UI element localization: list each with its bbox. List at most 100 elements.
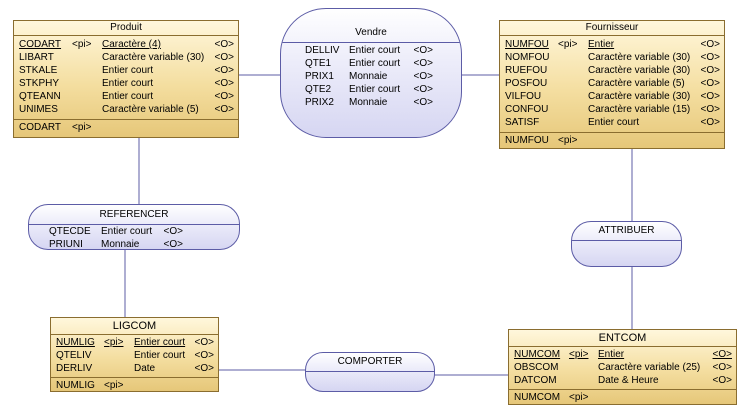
identifier-row: NUMCOM <pi>: [514, 391, 732, 404]
attribute-name: POSFOU: [505, 78, 548, 89]
attribute-type: Entier court: [102, 65, 154, 76]
mandatory-flag: <O>: [700, 39, 720, 50]
attribute-row: NOMFOU Caractère variable (30) <O>: [505, 51, 720, 64]
attribute-row: CODART <pi> Caractère (4) <O>: [19, 38, 234, 51]
association-comporter[interactable]: COMPORTER: [305, 352, 435, 392]
identifier-tag: <pi>: [558, 135, 578, 146]
attribute-name: NUMFOU: [505, 39, 549, 50]
attribute-row: QTECDE Entier court <O>: [49, 225, 183, 238]
attribute-name: UNIMES: [19, 104, 58, 115]
mandatory-flag: <O>: [214, 78, 234, 89]
attribute-name: NOMFOU: [505, 52, 550, 63]
attribute-row: UNIMES Caractère variable (5) <O>: [19, 103, 234, 116]
entity-fournisseur[interactable]: Fournisseur NUMFOU <pi> Entier <O> NOMFO…: [499, 20, 725, 149]
attribute-list: DELLIV Entier court <O> QTE1 Entier cour…: [305, 44, 433, 109]
attribute-row: PRIX1 Monnaie <O>: [305, 70, 433, 83]
attribute-name: QTEANN: [19, 91, 61, 102]
attribute-name: VILFOU: [505, 91, 542, 102]
attribute-type: Caractère (4): [102, 39, 161, 50]
identifier-tag: <pi>: [104, 337, 124, 348]
attribute-row: PRIX2 Monnaie <O>: [305, 96, 433, 109]
attribute-name: LIBART: [19, 52, 54, 63]
attribute-name: QTECDE: [49, 226, 91, 237]
mandatory-flag: <O>: [194, 350, 214, 361]
association-title: ATTRIBUER: [598, 225, 655, 236]
attribute-type: Monnaie: [101, 239, 140, 250]
attribute-type: Caractère variable (30): [588, 91, 691, 102]
attribute-row: VILFOU Caractère variable (30) <O>: [505, 90, 720, 103]
entity-ligcom[interactable]: LIGCOM NUMLIG <pi> Entier court <O> QTEL…: [50, 317, 219, 392]
attribute-type: Entier court: [102, 78, 154, 89]
attribute-type: Entier court: [134, 337, 186, 348]
association-title: Vendre: [355, 27, 387, 38]
attribute-type: Entier court: [349, 45, 401, 56]
identifier-section: CODART <pi>: [14, 119, 238, 136]
identifier-name: NUMCOM: [514, 392, 561, 403]
attribute-list: CODART <pi> Caractère (4) <O> LIBART Car…: [14, 36, 238, 119]
mandatory-flag: <O>: [413, 71, 433, 82]
attribute-name: CONFOU: [505, 104, 549, 115]
attribute-row: DATCOM Date & Heure <O>: [514, 374, 732, 387]
entity-title: Produit: [14, 21, 238, 36]
mandatory-flag: <O>: [163, 239, 183, 250]
association-divider: [29, 224, 239, 225]
association-divider: [306, 371, 434, 372]
attribute-name: PRIUNI: [49, 239, 83, 250]
mandatory-flag: <O>: [712, 362, 732, 373]
attribute-row: DERLIV Date <O>: [56, 362, 214, 375]
entity-produit[interactable]: Produit CODART <pi> Caractère (4) <O> LI…: [13, 20, 239, 138]
mandatory-flag: <O>: [163, 226, 183, 237]
attribute-type: Monnaie: [349, 71, 388, 82]
association-vendre[interactable]: Vendre DELLIV Entier court <O> QTE1 Enti…: [280, 8, 462, 138]
attribute-name: PRIX2: [305, 97, 334, 108]
attribute-row: QTE1 Entier court <O>: [305, 57, 433, 70]
attribute-type: Caractère variable (5): [102, 104, 199, 115]
attribute-name: OBSCOM: [514, 362, 559, 373]
association-title: COMPORTER: [337, 356, 403, 367]
attribute-row: RUEFOU Caractère variable (30) <O>: [505, 64, 720, 77]
attribute-type: Entier: [598, 349, 625, 360]
attribute-name: PRIX1: [305, 71, 334, 82]
attribute-list: QTECDE Entier court <O> PRIUNI Monnaie <…: [49, 225, 183, 250]
attribute-name: DATCOM: [514, 375, 557, 386]
attribute-name: SATISF: [505, 117, 540, 128]
association-attribuer[interactable]: ATTRIBUER: [571, 221, 682, 267]
identifier-tag: <pi>: [72, 122, 92, 133]
mandatory-flag: <O>: [712, 375, 732, 386]
attribute-row: DELLIV Entier court <O>: [305, 44, 433, 57]
association-referencer[interactable]: REFERENCER QTECDE Entier court <O> PRIUN…: [28, 204, 240, 250]
attribute-row: NUMLIG <pi> Entier court <O>: [56, 336, 214, 349]
attribute-name: NUMLIG: [56, 337, 95, 348]
attribute-type: Caractère variable (30): [102, 52, 205, 63]
attribute-type: Caractère variable (5): [588, 78, 685, 89]
identifier-name: NUMLIG: [56, 380, 95, 391]
attribute-type: Entier court: [349, 84, 401, 95]
attribute-row: POSFOU Caractère variable (5) <O>: [505, 77, 720, 90]
attribute-type: Caractère variable (30): [588, 65, 691, 76]
mandatory-flag: <O>: [214, 39, 234, 50]
entity-entcom[interactable]: ENTCOM NUMCOM <pi> Entier <O> OBSCOM Car…: [508, 329, 737, 405]
attribute-type: Entier court: [134, 350, 186, 361]
attribute-type: Entier court: [101, 226, 153, 237]
attribute-type: Entier: [588, 39, 615, 50]
attribute-row: QTEANN Entier court <O>: [19, 90, 234, 103]
attribute-row: QTELIV Entier court <O>: [56, 349, 214, 362]
identifier-tag: <pi>: [569, 392, 589, 403]
mandatory-flag: <O>: [712, 349, 732, 360]
identifier-name: CODART: [19, 122, 62, 133]
attribute-row: LIBART Caractère variable (30) <O>: [19, 51, 234, 64]
attribute-name: STKPHY: [19, 78, 60, 89]
identifier-row: NUMLIG <pi>: [56, 379, 214, 392]
mandatory-flag: <O>: [214, 52, 234, 63]
attribute-type: Entier court: [349, 58, 401, 69]
entity-title: ENTCOM: [509, 330, 736, 347]
attribute-name: DERLIV: [56, 363, 93, 374]
attribute-type: Date: [134, 363, 156, 374]
identifier-row: CODART <pi>: [19, 121, 234, 134]
mandatory-flag: <O>: [700, 104, 720, 115]
identifier-tag: <pi>: [104, 380, 124, 391]
attribute-name: CODART: [19, 39, 62, 50]
mandatory-flag: <O>: [413, 58, 433, 69]
identifier-tag: <pi>: [558, 39, 578, 50]
